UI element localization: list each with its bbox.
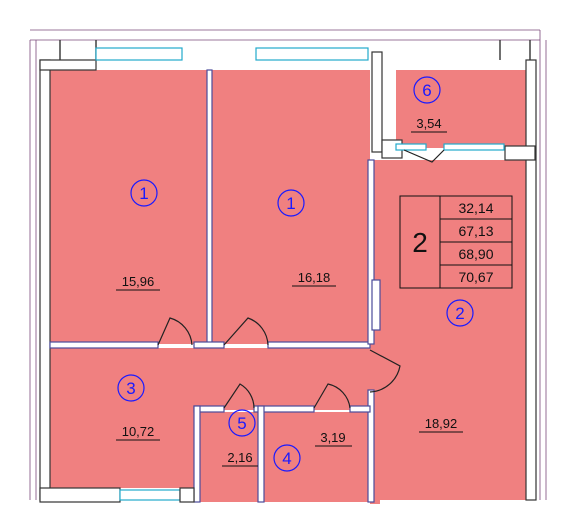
room-1-left-fill — [50, 70, 208, 344]
room-marker-text: 2 — [455, 304, 464, 323]
room-area: 10,72 — [122, 424, 155, 439]
room-area: 3,19 — [320, 430, 345, 445]
room-1-right-fill — [212, 70, 370, 344]
room-5-label: 5 2,16 — [222, 409, 258, 467]
room-marker — [277, 189, 305, 217]
room-3-label: 3 10,72 — [116, 374, 160, 441]
room-marker-text: 3 — [126, 379, 135, 398]
room-fills — [50, 70, 526, 504]
room-marker — [446, 299, 474, 327]
room-6-label: 6 3,54 — [411, 76, 447, 133]
room-marker — [413, 76, 441, 104]
apartment-number: 2 — [412, 227, 428, 258]
apartment-area-total: 67,13 — [458, 223, 493, 239]
room-marker-text: 1 — [286, 194, 295, 213]
room-1-left-label: 1 15,96 — [116, 179, 160, 291]
room-2-fill — [374, 160, 526, 500]
room-marker — [273, 444, 301, 472]
room-area: 16,18 — [298, 270, 331, 285]
apartment-area-living: 32,14 — [458, 200, 493, 216]
room-area: 3,54 — [416, 116, 441, 131]
room-marker — [228, 409, 256, 437]
room-4-label: 4 3,19 — [273, 430, 352, 472]
room-marker — [130, 179, 158, 207]
bottom-edge — [39, 487, 195, 503]
room-area: 15,96 — [122, 274, 155, 289]
room-4-fill — [264, 412, 370, 502]
apartment-summary-table: 2 32,14 67,13 68,90 70,67 — [399, 195, 513, 289]
apartment-area-with-balcony: 68,90 — [458, 246, 493, 262]
outer-wall-hatching — [29, 29, 547, 500]
doors — [157, 149, 445, 409]
room-marker-text: 5 — [237, 414, 246, 433]
room-3-fill — [50, 348, 370, 410]
room-marker-text: 1 — [139, 184, 148, 203]
apartment-area-full: 70,67 — [458, 269, 493, 285]
room-area: 2,16 — [227, 450, 252, 465]
room-6-fill — [396, 70, 526, 148]
room-1-right-label: 1 16,18 — [277, 189, 336, 287]
room-3-lower-fill — [50, 408, 194, 488]
room-2-label: 2 18,92 — [419, 299, 474, 433]
room-2-hall-fill — [370, 344, 380, 504]
room-area: 18,92 — [425, 416, 458, 431]
windows — [95, 47, 505, 151]
room-5-fill — [200, 412, 258, 502]
room-marker-text: 4 — [282, 449, 291, 468]
room-labels: 1 15,96 1 16,18 2 18,92 3 10,72 4 3,19 — [116, 76, 474, 472]
room-marker-text: 6 — [422, 81, 431, 100]
partitions — [49, 69, 381, 503]
room-marker — [117, 374, 145, 402]
